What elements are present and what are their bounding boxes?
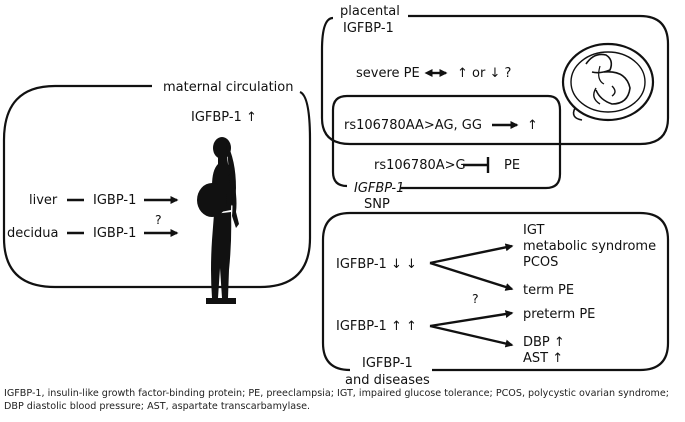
maternal-igfbp-level: IGFBP-1 ↑ [191,110,257,125]
diseases-title-1: IGFBP-1 [362,356,413,371]
pregnant-woman-icon [197,137,239,304]
placental-box [320,14,670,146]
decidua-label: decidua [7,226,58,241]
fetus-in-womb-icon [561,42,655,122]
snp-pe-label: PE [504,158,520,173]
igfbp1-low-label: IGFBP-1 ↓ ↓ [336,257,417,272]
maternal-circulation-panel: maternal circulation IGFBP-1 ↑ liver IGB… [2,80,312,304]
igt-label: IGT [523,223,544,238]
igfbp1-gene-label: IGFBP-1 [354,181,404,196]
liver-igbp-label: IGBP-1 [93,193,136,208]
preterm-pe-label: preterm PE [523,307,595,322]
snp-label: SNP [364,197,390,212]
rs-aa-label: rs106780AA>AG, GG [344,118,482,133]
term-pe-label: term PE [523,283,574,298]
maternal-box [2,84,312,289]
liver-label: liver [29,193,58,208]
snp-panel: rs106780AA>AG, GG ↑ rs106780A>G PE IGFBP… [331,94,562,212]
ast-label: AST ↑ [523,351,563,366]
decidua-igbp-label: IGBP-1 [93,226,136,241]
igfbp1-diagram: maternal circulation IGFBP-1 ↑ liver IGB… [2,4,670,385]
pcos-label: PCOS [523,255,558,270]
high-to-preterm-pe-arrow [429,310,514,328]
placental-panel: placental IGFBP-1 severe PE ↑ or ↓ ? [320,4,670,146]
placental-title: placental [340,4,400,19]
maternal-title: maternal circulation [163,80,293,95]
diseases-question: ? [472,291,479,306]
dbp-label: DBP ↑ [523,335,565,350]
low-to-term-pe-arrow [429,261,514,291]
diseases-panel: IGFBP-1 and diseases IGFBP-1 ↓ ↓ IGFBP-1… [321,211,670,385]
high-to-dbp-arrow [429,324,514,348]
igfbp1-high-label: IGFBP-1 ↑ ↑ [336,319,417,334]
metabolic-syndrome-label: metabolic syndrome [523,239,656,254]
low-to-metabolic-arrow [429,243,514,265]
diseases-box [321,211,670,372]
figure-caption: IGFBP-1, insulin-like growth factor-bind… [4,388,670,412]
severe-pe-label: severe PE [356,66,420,81]
snp-box [331,94,562,190]
severe-pe-change: ↑ or ↓ ? [457,66,511,81]
decidua-question: ? [155,212,162,227]
diseases-title-2: and diseases [345,373,430,385]
rs-ag-label: rs106780A>G [374,158,466,173]
placental-title-igfbp: IGFBP-1 [343,21,394,36]
rs-aa-effect: ↑ [527,118,538,133]
